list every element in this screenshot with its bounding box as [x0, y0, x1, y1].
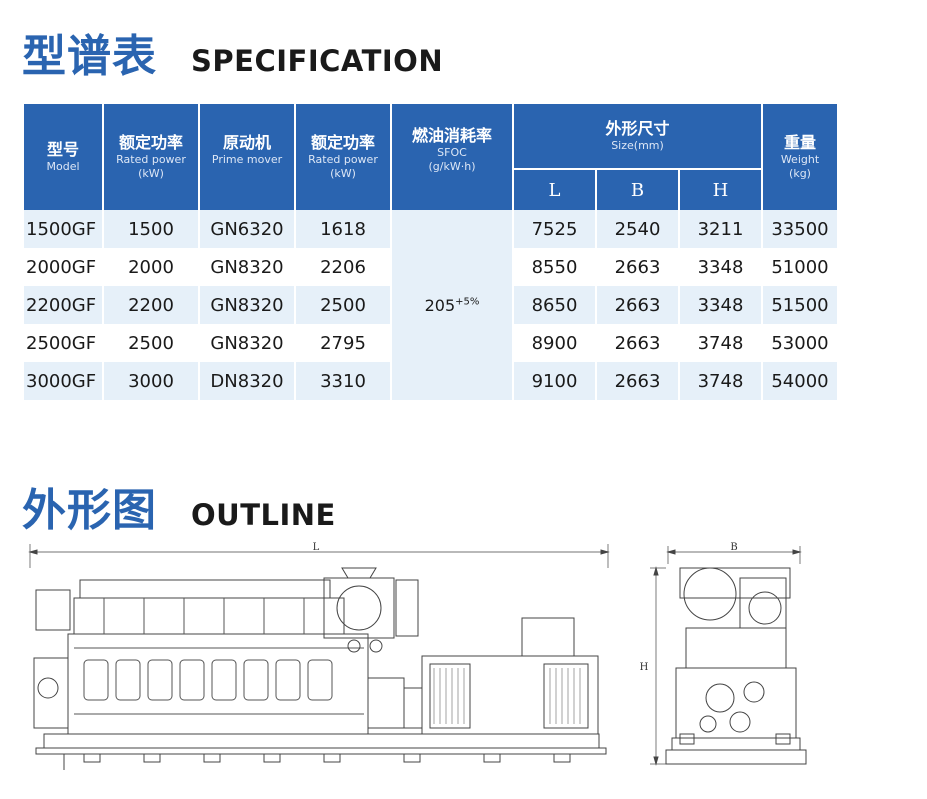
cell-power: 3000 — [104, 362, 198, 400]
cell-l: 9100 — [514, 362, 595, 400]
cell-power: 2000 — [104, 248, 198, 286]
specification-heading: 型谱表 SPECIFICATION — [22, 20, 443, 84]
cell-l: 8900 — [514, 324, 595, 362]
table-row: 2200GF 2200 GN8320 2500 8650 2663 3348 5… — [24, 286, 837, 324]
cell-h: 3211 — [680, 210, 761, 248]
header-prime-mover: 原动机 Prime mover — [200, 104, 294, 210]
header-size-l: L — [514, 168, 595, 210]
header-weight: 重量 Weight (kg) — [763, 104, 837, 210]
specification-title-en: SPECIFICATION — [191, 44, 444, 78]
cell-weight: 53000 — [763, 324, 837, 362]
header-sfoc: 燃油消耗率 SFOC (g/kW·h) — [392, 104, 512, 210]
header-size-b: B — [597, 168, 678, 210]
dimension-label-b: B — [730, 542, 737, 553]
generator-side-view-drawing: L — [28, 542, 610, 770]
cell-power2: 3310 — [296, 362, 390, 400]
cell-b: 2663 — [597, 362, 678, 400]
cell-b: 2663 — [597, 324, 678, 362]
dimension-label-h: H — [640, 662, 649, 673]
cell-l: 8650 — [514, 286, 595, 324]
cell-sfoc: 205+5% — [392, 210, 512, 400]
cell-weight: 54000 — [763, 362, 837, 400]
cell-weight: 33500 — [763, 210, 837, 248]
cell-l: 8550 — [514, 248, 595, 286]
outline-heading: 外形图 OUTLINE — [22, 474, 336, 538]
outline-title-en: OUTLINE — [191, 498, 336, 532]
cell-h: 3748 — [680, 362, 761, 400]
cell-power: 1500 — [104, 210, 198, 248]
header-model: 型号 Model — [24, 104, 102, 210]
cell-power2: 2500 — [296, 286, 390, 324]
dimension-label-l: L — [313, 542, 320, 553]
cell-prime-mover: DN8320 — [200, 362, 294, 400]
header-rated-power-2: 额定功率 Rated power (kW) — [296, 104, 390, 210]
cell-model: 1500GF — [24, 210, 102, 248]
cell-model: 2200GF — [24, 286, 102, 324]
table-row: 1500GF 1500 GN6320 1618 205+5% 7525 2540… — [24, 210, 837, 400]
specification-table: 型号 Model 额定功率 Rated power (kW) 原动机 Prime… — [22, 104, 839, 400]
cell-model: 2000GF — [24, 248, 102, 286]
sfoc-tolerance: +5% — [455, 296, 480, 308]
table-row: 2500GF 2500 GN8320 2795 8900 2663 3748 5… — [24, 324, 837, 362]
generator-front-view-drawing: B H — [640, 542, 807, 766]
cell-l: 7525 — [514, 210, 595, 248]
outline-title-cn: 外形图 — [22, 485, 157, 536]
cell-model: 2500GF — [24, 324, 102, 362]
cell-weight: 51500 — [763, 286, 837, 324]
cell-power: 2500 — [104, 324, 198, 362]
cell-power2: 2206 — [296, 248, 390, 286]
cell-power2: 2795 — [296, 324, 390, 362]
cell-b: 2663 — [597, 248, 678, 286]
cell-power: 2200 — [104, 286, 198, 324]
cell-prime-mover: GN8320 — [200, 324, 294, 362]
table-row: 3000GF 3000 DN8320 3310 9100 2663 3748 5… — [24, 362, 837, 400]
table-row: 2000GF 2000 GN8320 2206 8550 2663 3348 5… — [24, 248, 837, 286]
cell-h: 3748 — [680, 324, 761, 362]
cell-power2: 1618 — [296, 210, 390, 248]
header-rated-power: 额定功率 Rated power (kW) — [104, 104, 198, 210]
header-size-h: H — [680, 168, 761, 210]
cell-b: 2540 — [597, 210, 678, 248]
cell-prime-mover: GN8320 — [200, 286, 294, 324]
cell-weight: 51000 — [763, 248, 837, 286]
cell-h: 3348 — [680, 286, 761, 324]
cell-prime-mover: GN8320 — [200, 248, 294, 286]
cell-model: 3000GF — [24, 362, 102, 400]
cell-prime-mover: GN6320 — [200, 210, 294, 248]
header-size: 外形尺寸 Size(mm) — [514, 104, 761, 168]
cell-h: 3348 — [680, 248, 761, 286]
specification-title-cn: 型谱表 — [22, 31, 157, 82]
cell-b: 2663 — [597, 286, 678, 324]
